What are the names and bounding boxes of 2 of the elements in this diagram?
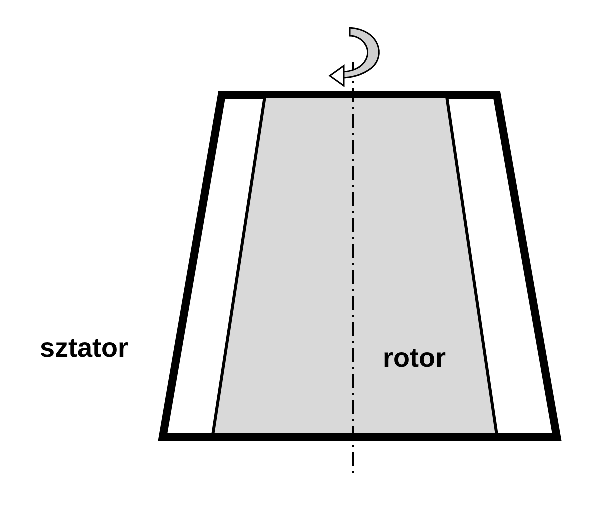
part-label: sztator [40, 333, 129, 364]
part-label: rotor [383, 343, 446, 374]
